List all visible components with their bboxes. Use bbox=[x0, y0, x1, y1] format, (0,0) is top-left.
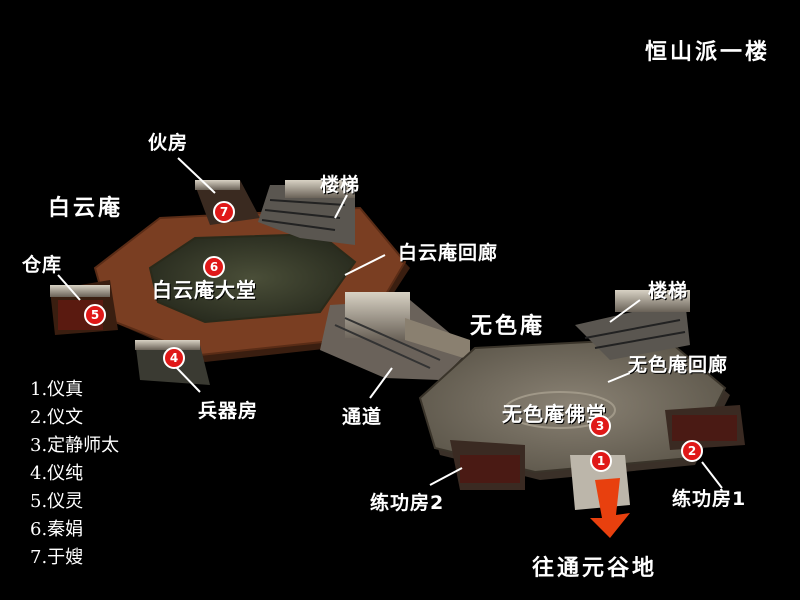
legend-item: 3.定静师太 bbox=[30, 435, 120, 456]
pointer-lines bbox=[57, 157, 723, 489]
npc-marker-3[interactable]: 3 bbox=[589, 415, 611, 437]
npc-marker-1[interactable]: 1 bbox=[590, 450, 612, 472]
npc-marker-6[interactable]: 6 bbox=[203, 256, 225, 278]
label-liangong-2: 练功房2 bbox=[370, 492, 445, 514]
label-wuse-corridor: 无色庵回廊 bbox=[628, 354, 729, 376]
npc-marker-4[interactable]: 4 bbox=[163, 347, 185, 369]
exit-path bbox=[570, 455, 630, 538]
legend-item: 7.于嫂 bbox=[30, 547, 84, 568]
label-wuse-hall: 无色庵佛堂 bbox=[502, 402, 607, 426]
npc-legend: 1.仪真 2.仪文 3.定静师太 4.仪纯 5.仪灵 6.秦娟 7.于嫂 bbox=[30, 376, 119, 572]
label-exit: 往通元谷地 bbox=[532, 556, 658, 581]
wuse-stairs bbox=[575, 290, 690, 360]
npc-marker-2[interactable]: 2 bbox=[681, 440, 703, 462]
label-tongdao: 通道 bbox=[342, 406, 383, 428]
npc-marker-5[interactable]: 5 bbox=[84, 304, 106, 326]
legend-item: 5.仪灵 bbox=[30, 491, 84, 512]
label-bingqi: 兵器房 bbox=[198, 400, 259, 422]
label-liangong-1: 练功房1 bbox=[672, 488, 747, 510]
baiyun-stairs bbox=[258, 180, 355, 245]
liangong2-room bbox=[450, 440, 525, 490]
label-huofang: 伙房 bbox=[148, 132, 189, 154]
map-title: 恒山派一楼 bbox=[644, 40, 770, 65]
area-baiyun-label: 白云庵 bbox=[48, 196, 124, 221]
label-baiyun-hall: 白云庵大堂 bbox=[152, 278, 257, 302]
cangku-room bbox=[50, 280, 118, 335]
label-cangku: 仓库 bbox=[22, 254, 63, 276]
legend-item: 6.秦娟 bbox=[30, 519, 84, 540]
area-wuse-label: 无色庵 bbox=[470, 314, 546, 339]
tongdao-corridor bbox=[320, 292, 470, 380]
liangong1-room bbox=[665, 405, 745, 450]
label-louti-baiyun: 楼梯 bbox=[320, 174, 361, 196]
label-baiyun-corridor: 白云庵回廊 bbox=[398, 242, 499, 264]
npc-marker-7[interactable]: 7 bbox=[213, 201, 235, 223]
legend-item: 4.仪纯 bbox=[30, 463, 84, 484]
label-louti-wuse: 楼梯 bbox=[648, 280, 689, 302]
legend-item: 1.仪真 bbox=[30, 379, 84, 400]
legend-item: 2.仪文 bbox=[30, 407, 84, 428]
